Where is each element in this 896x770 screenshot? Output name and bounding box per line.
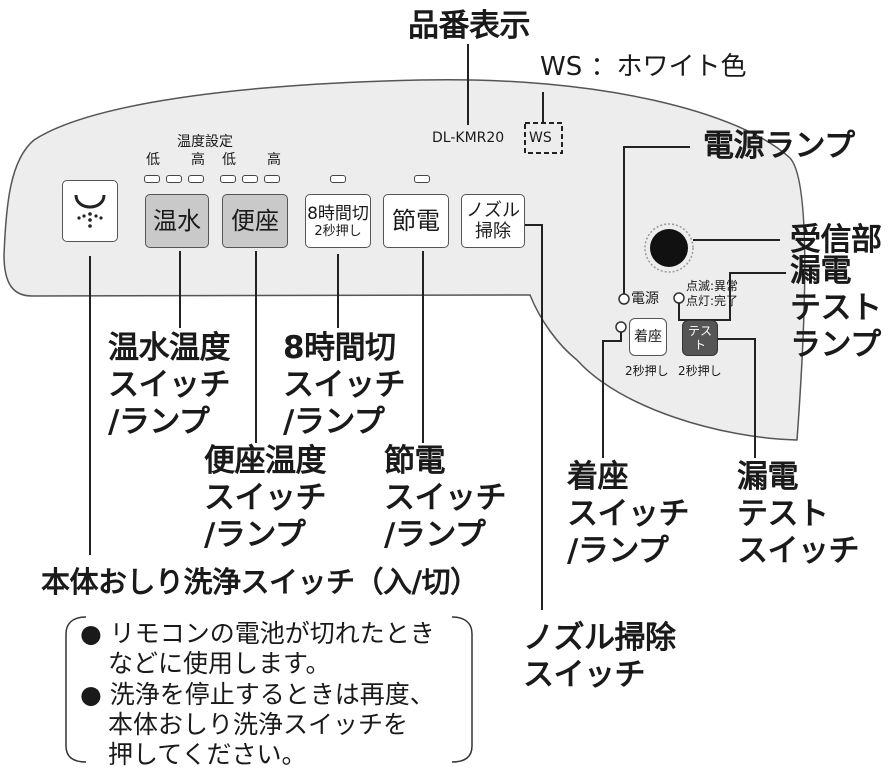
receiver-halo xyxy=(644,223,694,273)
test-hold-2s: 2秒押し xyxy=(678,364,722,378)
callout-leak-switch: 漏電 テスト スイッチ xyxy=(737,459,860,569)
warm-water-button-label: 温水 xyxy=(153,207,201,235)
callout-power-lamp: 電源ランプ xyxy=(703,128,855,164)
main-wash-button[interactable] xyxy=(62,180,118,242)
note-bracket-left xyxy=(65,616,87,763)
sit-lamp xyxy=(615,321,627,333)
receiver xyxy=(650,229,688,267)
warm-temp-lamp-2 xyxy=(166,175,182,183)
callout-seat-temp: 便座温度 スイッチ /ランプ xyxy=(204,443,327,553)
nozzle-clean-button[interactable]: ノズル 掃除 xyxy=(461,194,525,248)
model-number-prefix: DL-KMR20 xyxy=(432,130,505,146)
temp-setting-label: 温度設定 xyxy=(177,134,233,150)
callout-sit: 着座 スイッチ /ランプ xyxy=(567,459,690,569)
warm-temp-low: 低 xyxy=(146,152,160,168)
power-lamp-label: 電源 xyxy=(631,291,659,307)
seat-temp-lamp-1 xyxy=(220,175,236,183)
timer-button[interactable]: 8時間切 2秒押し xyxy=(305,194,371,248)
seat-temp-high: 高 xyxy=(267,152,281,168)
callout-main-wash: 本体おしり洗浄スイッチ（入/切） xyxy=(41,565,479,599)
nozzle-button-label-2: 掃除 xyxy=(475,221,511,242)
callout-receiver: 受信部 xyxy=(790,222,882,258)
timer-button-label-1: 8時間切 xyxy=(307,203,369,224)
note-bracket-right xyxy=(451,616,473,763)
note-1: ● リモコンの電池が切れたとき などに使用します。 xyxy=(80,619,435,678)
leak-status-blink: 点滅:異常 xyxy=(686,279,739,293)
model-number-suffix: WS xyxy=(529,130,552,146)
leak-test-lamp xyxy=(673,292,685,304)
callout-nozzle: ノズル掃除 スイッチ xyxy=(523,620,676,693)
sit-button[interactable]: 着座 xyxy=(629,318,667,356)
leader-lines xyxy=(89,44,786,610)
sit-hold-2s: 2秒押し xyxy=(625,364,669,378)
power-lamp xyxy=(618,293,630,305)
remote-panel-outline xyxy=(3,78,806,441)
eco-button-label: 節電 xyxy=(392,207,440,235)
model-color-note: WS ：ホワイト色 xyxy=(540,52,747,82)
nozzle-button-label-1: ノズル xyxy=(466,200,520,221)
seat-temp-low: 低 xyxy=(222,152,236,168)
callout-warm-temp: 温水温度 スイッチ /ランプ xyxy=(108,330,231,440)
seat-temp-lamp-3 xyxy=(264,175,280,183)
timer-lamp xyxy=(330,175,346,183)
seat-button[interactable]: 便座 xyxy=(222,194,288,248)
callout-leak-lamp: 漏電 テスト ランプ xyxy=(790,253,882,363)
note-2: ● 洗浄を停止するときは再度、 本体おしり洗浄スイッチを 押してください。 xyxy=(80,680,435,769)
sit-button-label: 着座 xyxy=(634,329,662,345)
callout-eco: 節電 スイッチ /ランプ xyxy=(384,443,507,553)
warm-temp-high: 高 xyxy=(191,152,205,168)
wash-icon xyxy=(74,194,106,228)
warm-temp-lamp-1 xyxy=(144,175,160,183)
warm-temp-lamp-3 xyxy=(188,175,204,183)
callout-timer: 8時間切 スイッチ /ランプ xyxy=(283,330,406,440)
leak-test-button[interactable]: テスト xyxy=(682,320,718,356)
warm-water-button[interactable]: 温水 xyxy=(145,194,209,248)
timer-button-label-2: 2秒押し xyxy=(314,223,362,239)
eco-button[interactable]: 節電 xyxy=(383,194,449,248)
seat-temp-lamp-2 xyxy=(242,175,258,183)
leak-status-lit: 点灯:完了 xyxy=(686,294,739,308)
test-button-label: テスト xyxy=(687,324,712,352)
eco-lamp xyxy=(414,175,430,183)
model-display-title: 品番表示 xyxy=(408,8,531,44)
seat-button-label: 便座 xyxy=(231,207,279,235)
